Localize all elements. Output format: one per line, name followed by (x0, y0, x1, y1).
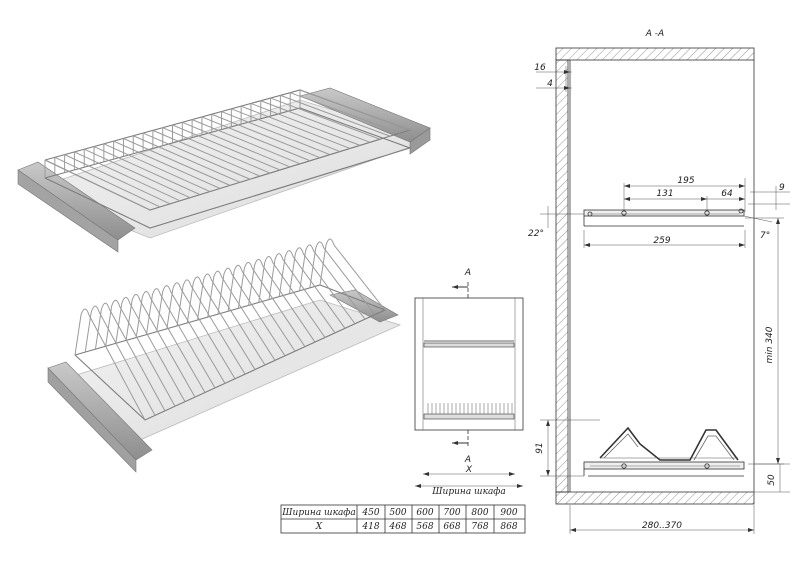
table-x-cell: 668 (443, 522, 460, 532)
table-x-cell: 568 (416, 522, 433, 532)
table-width-cell: 500 (389, 508, 406, 518)
table-width-cell: 600 (416, 508, 433, 518)
dim-50: 50 (767, 474, 777, 486)
dim-91: 91 (535, 442, 545, 453)
dim-9: 9 (779, 183, 785, 193)
dim-min340: min 340 (765, 326, 775, 363)
table-x-cell: 418 (361, 522, 379, 532)
flat-rack-illustration (17, 87, 432, 253)
width-table: Ширина шкафа X 450 500 600 700 800 900 4… (280, 504, 526, 534)
table-width-cell: 900 (500, 508, 517, 518)
cabinet-width-label: Ширина шкафа (431, 487, 505, 497)
section-view-drawing: A -A 16 4 195 (528, 29, 790, 534)
dim-280-370: 280..370 (642, 521, 682, 531)
dim-64: 64 (721, 189, 733, 199)
dim-22deg: 22° (528, 229, 544, 239)
dim-259: 259 (653, 236, 670, 246)
cut-marker-bottom: A (464, 455, 471, 465)
dim-16: 16 (534, 63, 546, 73)
dim-4: 4 (547, 79, 553, 89)
table-width-cell: 800 (471, 508, 488, 518)
table-x-cell: 868 (500, 522, 517, 532)
table-row1-header: Ширина шкафа (281, 508, 355, 518)
dim-131: 131 (656, 189, 673, 199)
table-x-cell: 468 (388, 522, 406, 532)
dish-rack-illustration (47, 238, 402, 473)
table-width-cell: 700 (443, 508, 460, 518)
dim-195: 195 (677, 176, 694, 186)
table-row2-header: X (315, 522, 323, 532)
dim-7deg: 7° (760, 231, 770, 241)
cut-marker-top: A (464, 268, 471, 278)
width-var-label: X (465, 465, 473, 475)
table-x-cell: 768 (471, 522, 488, 532)
front-view-drawing: A A X Ширина шкафа (414, 268, 524, 497)
table-width-cell: 450 (361, 508, 379, 518)
section-label: A -A (645, 29, 664, 39)
